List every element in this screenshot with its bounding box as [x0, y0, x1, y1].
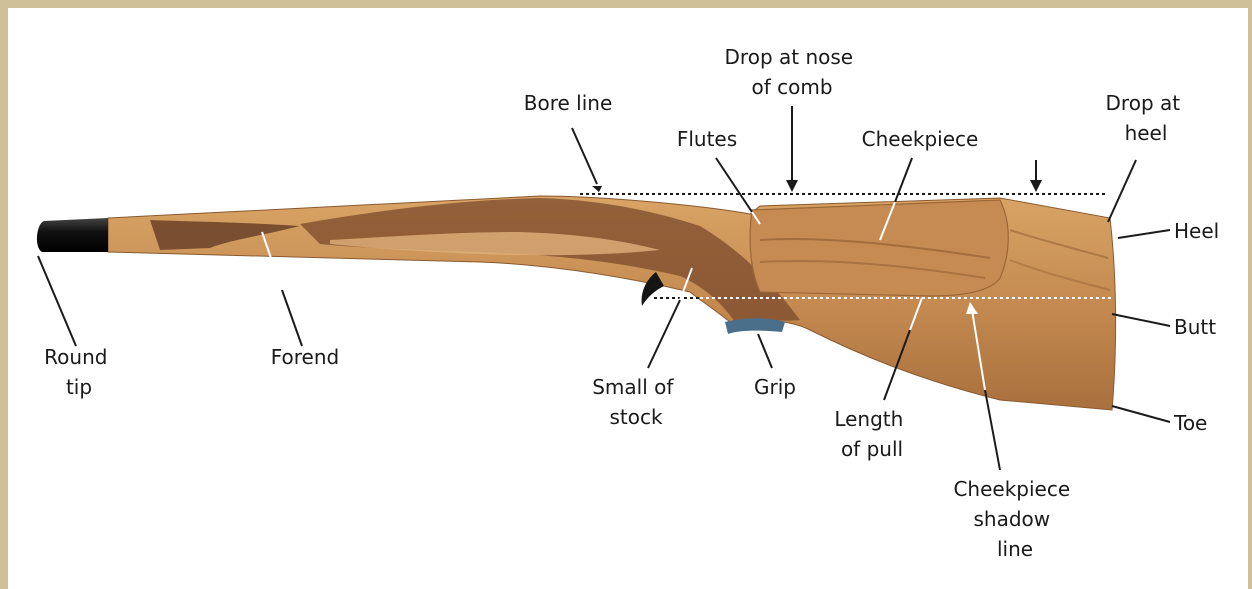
leader-heel: [1118, 230, 1170, 238]
label-toe: Toe: [1173, 411, 1207, 435]
label-heel: Heel: [1174, 219, 1219, 243]
drop-heel-arrowhead: [1030, 180, 1042, 192]
grip-cap: [725, 318, 785, 334]
leader-forend-lower: [282, 290, 302, 346]
leader-cheekpiece: [895, 158, 912, 202]
label-drop-at-heel: Drop at heel: [1106, 91, 1187, 145]
label-forend: Forend: [271, 345, 340, 369]
label-cheekpiece-shadow-line: Cheekpiece shadow line: [953, 477, 1076, 561]
label-drop-at-nose-of-comb: Drop at nose of comb: [725, 45, 860, 99]
leader-bore-line: [572, 128, 597, 184]
leader-small-of-stock: [648, 300, 680, 368]
label-bore-line: Bore line: [524, 91, 613, 115]
leader-butt: [1112, 314, 1170, 326]
label-butt: Butt: [1174, 315, 1216, 339]
cheekpiece-panel: [750, 200, 1008, 296]
leader-round-tip: [38, 256, 76, 346]
leader-grip: [758, 334, 772, 368]
round-tip: [37, 218, 108, 252]
label-cheekpiece: Cheekpiece: [862, 127, 979, 151]
label-small-of-stock: Small of stock: [592, 375, 680, 429]
label-grip: Grip: [754, 375, 796, 399]
label-length-of-pull: Length of pull: [834, 407, 909, 461]
bore-line-arrowhead: [592, 186, 602, 192]
leader-shadow-line: [985, 390, 1000, 470]
leader-flutes: [716, 158, 752, 212]
drop-nose-arrowhead: [786, 180, 798, 192]
leader-drop-heel: [1108, 160, 1136, 222]
label-flutes: Flutes: [677, 127, 737, 151]
label-round-tip: Round tip: [44, 345, 114, 399]
leader-toe: [1112, 406, 1170, 422]
